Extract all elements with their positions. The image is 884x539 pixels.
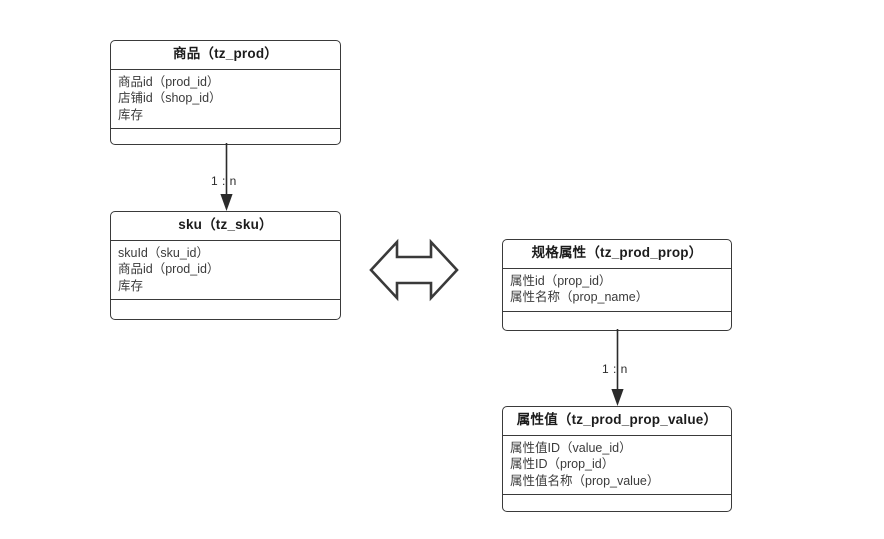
relationship-arrow-prod-to-sku[interactable] — [206, 143, 248, 213]
entity-tz-sku[interactable]: sku（tz_sku） skuId（sku_id） 商品id（prod_id） … — [110, 211, 341, 320]
attribute-row: 属性ID（prop_id） — [510, 457, 615, 472]
attribute-row: 属性名称（prop_name） — [510, 290, 649, 305]
attribute-row: 商品id（prod_id） — [118, 262, 220, 277]
entity-tz-prod[interactable]: 商品（tz_prod） 商品id（prod_id） 店铺id（shop_id） … — [110, 40, 341, 145]
entity-attributes-tz-prod: 商品id（prod_id） 店铺id（shop_id） 库存 — [111, 70, 340, 130]
entity-title-tz-prod-prop: 规格属性（tz_prod_prop） — [503, 240, 731, 269]
entity-attributes-tz-sku: skuId（sku_id） 商品id（prod_id） 库存 — [111, 241, 340, 301]
entity-tz-prod-prop-value[interactable]: 属性值（tz_prod_prop_value） 属性值ID（value_id） … — [502, 406, 732, 512]
attribute-row: 库存 — [118, 278, 144, 293]
entity-footer-tz-sku — [111, 300, 340, 319]
double-headed-arrow-icon[interactable] — [368, 238, 460, 302]
entity-title-tz-prod-prop-value: 属性值（tz_prod_prop_value） — [503, 407, 731, 436]
attribute-row: 店铺id（shop_id） — [118, 91, 222, 106]
entity-footer-tz-prod-prop — [503, 312, 731, 330]
entity-footer-tz-prod-prop-value — [503, 495, 731, 511]
attribute-row: 库存 — [118, 107, 144, 122]
entity-title-tz-prod: 商品（tz_prod） — [111, 41, 340, 70]
entity-title-tz-sku: sku（tz_sku） — [111, 212, 340, 241]
entity-attributes-tz-prod-prop-value: 属性值ID（value_id） 属性ID（prop_id） 属性值名称（prop… — [503, 436, 731, 496]
attribute-row: 属性值名称（prop_value） — [510, 473, 660, 488]
entity-tz-prod-prop[interactable]: 规格属性（tz_prod_prop） 属性id（prop_id） 属性名称（pr… — [502, 239, 732, 331]
relationship-arrow-prop-to-prop-value[interactable] — [597, 329, 639, 408]
relationship-label-prod-to-sku: 1 : n — [211, 174, 237, 188]
attribute-row: skuId（sku_id） — [118, 245, 210, 260]
entity-footer-tz-prod — [111, 129, 340, 144]
relationship-label-prop-to-prop-value: 1 : n — [602, 362, 628, 376]
attribute-row: 属性值ID（value_id） — [510, 440, 632, 455]
entity-attributes-tz-prod-prop: 属性id（prop_id） 属性名称（prop_name） — [503, 269, 731, 312]
attribute-row: 商品id（prod_id） — [118, 74, 220, 89]
attribute-row: 属性id（prop_id） — [510, 273, 612, 288]
